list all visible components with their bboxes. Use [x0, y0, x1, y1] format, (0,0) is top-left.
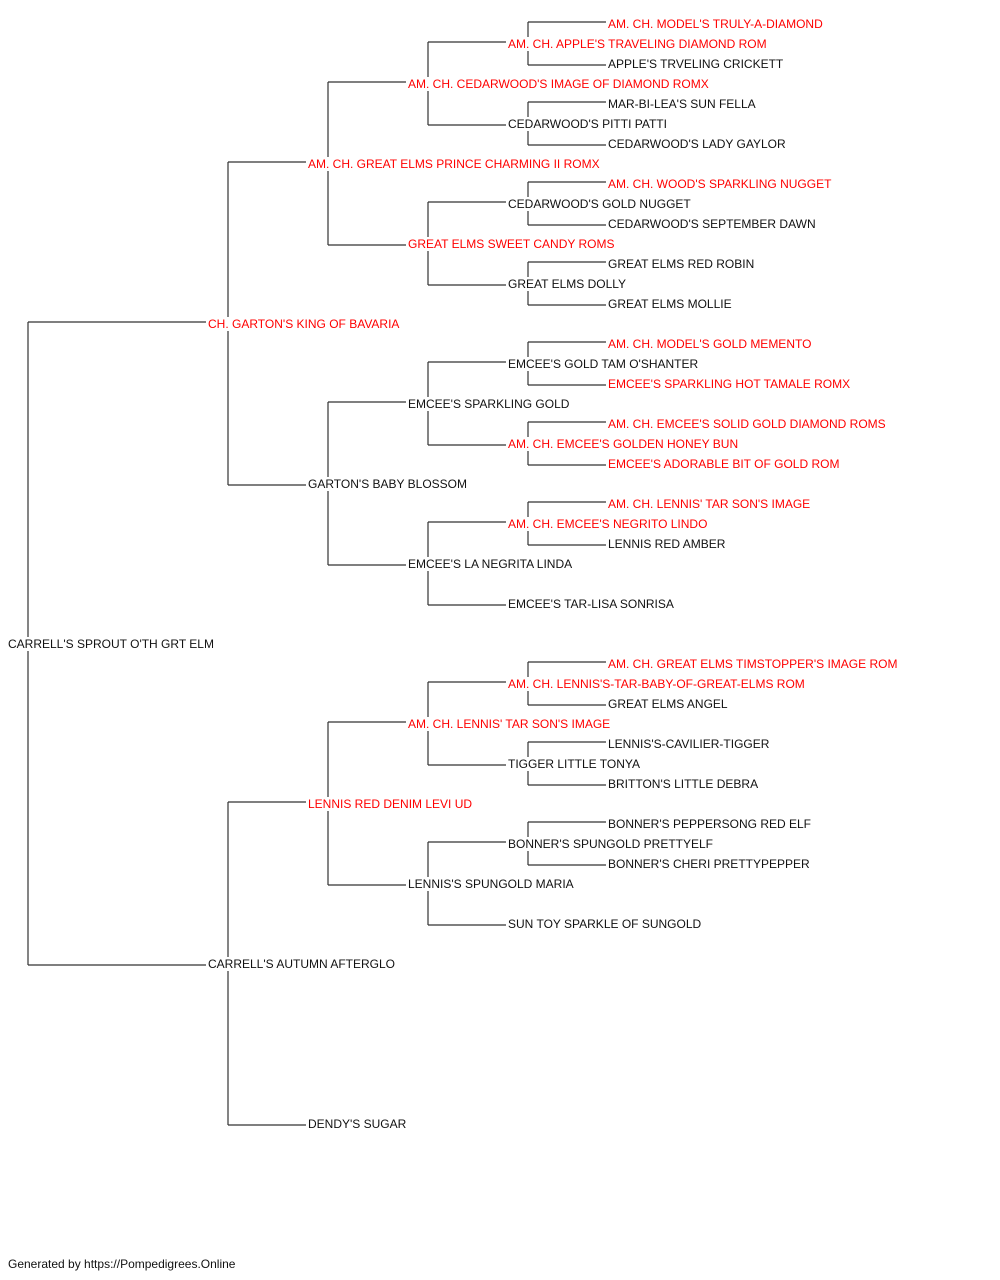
- dam-dam-name: DENDY'S SUGAR: [307, 1117, 408, 1131]
- ancestor-g5-17: LENNIS'S-CAVILIER-TIGGER: [607, 737, 771, 751]
- ancestor-g5-14: LENNIS RED AMBER: [607, 537, 727, 551]
- ds-sire-name: AM. CH. LENNIS' TAR SON'S IMAGE: [407, 717, 612, 731]
- ancestor-g4-7: AM. CH. EMCEE'S NEGRITO LINDO: [507, 517, 709, 531]
- ancestor-g4-10: TIGGER LITTLE TONYA: [507, 757, 642, 771]
- sire-name: CH. GARTON'S KING OF BAVARIA: [207, 317, 401, 331]
- ancestor-g4-3: CEDARWOOD'S GOLD NUGGET: [507, 197, 692, 211]
- ancestor-g4-12: SUN TOY SPARKLE OF SUNGOLD: [507, 917, 703, 931]
- ss-dam-name: GREAT ELMS SWEET CANDY ROMS: [407, 237, 616, 251]
- ancestor-g4-6: AM. CH. EMCEE'S GOLDEN HONEY BUN: [507, 437, 740, 451]
- ancestor-g5-20: BONNER'S CHERI PRETTYPEPPER: [607, 857, 811, 871]
- ancestor-g5-2: APPLE'S TRVELING CRICKETT: [607, 57, 785, 71]
- ancestor-g5-16: GREAT ELMS ANGEL: [607, 697, 729, 711]
- dam-name: CARRELL'S AUTUMN AFTERGLO: [207, 957, 396, 971]
- ancestor-g4-8: EMCEE'S TAR-LISA SONRISA: [507, 597, 675, 611]
- dam-sire-name: LENNIS RED DENIM LEVI UD: [307, 797, 474, 811]
- ancestor-g5-11: AM. CH. EMCEE'S SOLID GOLD DIAMOND ROMS: [607, 417, 887, 431]
- subject-dog-name: CARRELL'S SPROUT O'TH GRT ELM: [7, 637, 215, 651]
- ancestor-g5-9: AM. CH. MODEL'S GOLD MEMENTO: [607, 337, 813, 351]
- ancestor-g4-1: AM. CH. APPLE'S TRAVELING DIAMOND ROM: [507, 37, 768, 51]
- ancestor-g5-8: GREAT ELMS MOLLIE: [607, 297, 733, 311]
- ancestor-g5-10: EMCEE'S SPARKLING HOT TAMALE ROMX: [607, 377, 852, 391]
- ancestor-g5-18: BRITTON'S LITTLE DEBRA: [607, 777, 760, 791]
- ancestor-g4-9: AM. CH. LENNIS'S-TAR-BABY-OF-GREAT-ELMS …: [507, 677, 806, 691]
- generator-credit: Generated by https://Pompedigrees.Online: [8, 1257, 236, 1271]
- sire-dam-name: GARTON'S BABY BLOSSOM: [307, 477, 469, 491]
- ancestor-g5-1: AM. CH. MODEL'S TRULY-A-DIAMOND: [607, 17, 824, 31]
- sd-sire-name: EMCEE'S SPARKLING GOLD: [407, 397, 571, 411]
- ancestor-g5-3: MAR-BI-LEA'S SUN FELLA: [607, 97, 757, 111]
- ancestor-g5-4: CEDARWOOD'S LADY GAYLOR: [607, 137, 787, 151]
- ancestor-g5-6: CEDARWOOD'S SEPTEMBER DAWN: [607, 217, 817, 231]
- ancestor-g5-19: BONNER'S PEPPERSONG RED ELF: [607, 817, 813, 831]
- ancestor-g5-15: AM. CH. GREAT ELMS TIMSTOPPER'S IMAGE RO…: [607, 657, 899, 671]
- ancestor-g4-4: GREAT ELMS DOLLY: [507, 277, 628, 291]
- ancestor-g5-7: GREAT ELMS RED ROBIN: [607, 257, 756, 271]
- ancestor-g5-13: AM. CH. LENNIS' TAR SON'S IMAGE: [607, 497, 812, 511]
- ancestor-g4-11: BONNER'S SPUNGOLD PRETTYELF: [507, 837, 714, 851]
- ds-dam-name: LENNIS'S SPUNGOLD MARIA: [407, 877, 575, 891]
- ancestor-g4-5: EMCEE'S GOLD TAM O'SHANTER: [507, 357, 700, 371]
- ancestor-g5-5: AM. CH. WOOD'S SPARKLING NUGGET: [607, 177, 833, 191]
- ancestor-g5-12: EMCEE'S ADORABLE BIT OF GOLD ROM: [607, 457, 841, 471]
- sd-dam-name: EMCEE'S LA NEGRITA LINDA: [407, 557, 574, 571]
- ancestor-g4-2: CEDARWOOD'S PITTI PATTI: [507, 117, 668, 131]
- ss-sire-name: AM. CH. CEDARWOOD'S IMAGE OF DIAMOND ROM…: [407, 77, 710, 91]
- sire-sire-name: AM. CH. GREAT ELMS PRINCE CHARMING II RO…: [307, 157, 601, 171]
